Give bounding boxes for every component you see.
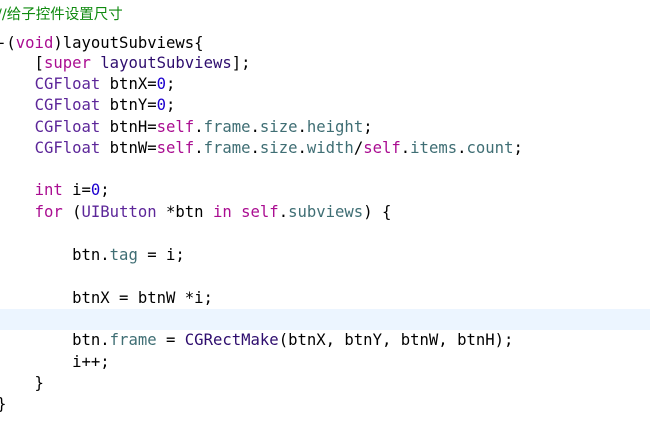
code-token: int (34, 181, 63, 199)
code-token: 0 (90, 181, 101, 199)
code-line: CGFloat btnH=self.frame.size.height; (0, 117, 373, 138)
code-line: btn.frame = CGRectMake(btnX, btnY, btnW,… (0, 330, 513, 351)
code-token: -( (0, 34, 16, 52)
code-token: [ (0, 54, 44, 72)
code-token: super (43, 54, 91, 72)
code-token: . (250, 118, 260, 136)
code-line: [super layoutSubviews]; (0, 53, 251, 74)
code-token: } (0, 395, 6, 413)
code-token: . (297, 139, 307, 157)
code-token: . (297, 118, 307, 136)
code-token: void (15, 34, 54, 52)
code-line: } (0, 373, 44, 394)
code-line: btnX = btnW *i; (0, 288, 213, 309)
code-token: self (363, 139, 401, 157)
code-token: ) { (363, 203, 392, 221)
code-line: i++; (0, 352, 110, 373)
code-token: . (457, 139, 467, 157)
code-token (232, 203, 241, 221)
code-line: int i=0; (0, 180, 110, 201)
code-token: . (278, 203, 289, 221)
code-line: CGFloat btnX=0; (0, 74, 176, 95)
code-token: CGFloat (34, 118, 101, 136)
code-token: self (241, 203, 279, 221)
code-token: CGRectMake (184, 331, 279, 349)
code-token (0, 118, 35, 136)
code-token: . (194, 139, 204, 157)
code-token: frame (203, 139, 251, 157)
code-token: height (306, 118, 364, 136)
code-token: ( (62, 203, 82, 221)
code-token: CGFloat (34, 139, 101, 157)
code-token: btnW= (100, 139, 157, 157)
code-token: items (410, 139, 458, 157)
code-token: ; (363, 118, 373, 136)
code-token: btnY= (100, 96, 157, 114)
code-token: CGFloat (34, 75, 101, 93)
code-token (0, 203, 35, 221)
code-token: . (194, 118, 204, 136)
code-token: frame (203, 118, 251, 136)
code-token: tag (109, 246, 138, 264)
code-token: self (156, 118, 195, 136)
code-token: in (212, 203, 232, 221)
code-line: } (0, 394, 6, 415)
code-token: size (259, 118, 298, 136)
code-token (0, 181, 35, 199)
code-token: btn. (0, 331, 110, 349)
code-line: CGFloat btnY=0; (0, 95, 176, 116)
code-line: -(void)layoutSubviews{ (0, 33, 204, 54)
code-token: count (466, 139, 514, 157)
code-token: i= (62, 181, 91, 199)
code-token: 0 (156, 96, 167, 114)
code-token: 0 (156, 75, 167, 93)
code-token: ]; (231, 54, 251, 72)
code-token: self (156, 139, 195, 157)
code-token: ; (100, 181, 110, 199)
code-token: //给子控件设置尺寸 (0, 7, 123, 23)
code-token: . (400, 139, 411, 157)
code-token: btn. (0, 246, 110, 264)
code-line: CGFloat btnW=self.frame.size.width/self.… (0, 138, 523, 159)
code-token: btnH= (100, 118, 157, 136)
code-token: i++; (0, 353, 110, 371)
code-token: *btn (156, 203, 213, 221)
code-token (0, 96, 35, 114)
current-line-highlight (0, 309, 650, 330)
code-token: / (353, 139, 364, 157)
code-token: . (250, 139, 260, 157)
code-token: layoutSubviews (100, 54, 232, 72)
code-token: UIButton (81, 203, 157, 221)
code-line: for (UIButton *btn in self.subviews) { (0, 202, 392, 223)
code-token: ; (166, 96, 176, 114)
code-token: size (259, 139, 298, 157)
code-line: //给子控件设置尺寸 (0, 5, 123, 26)
code-token (91, 54, 100, 72)
code-token: (btnX, btnY, btnW, btnH); (278, 331, 514, 349)
code-token: subviews (288, 203, 364, 221)
code-token: CGFloat (34, 96, 101, 114)
code-token: btnX = btnW *i; (0, 289, 213, 307)
code-token: width (306, 139, 354, 157)
code-token: = (156, 331, 185, 349)
code-token: for (34, 203, 63, 221)
code-line: btn.tag = i; (0, 245, 185, 266)
code-token: ; (513, 139, 523, 157)
code-token: )layoutSubviews{ (53, 34, 204, 52)
code-token: ; (166, 75, 176, 93)
code-token: frame (109, 331, 157, 349)
code-token: = i; (137, 246, 185, 264)
code-token: } (0, 374, 44, 392)
code-token: btnX= (100, 75, 157, 93)
code-token (0, 75, 35, 93)
code-token (0, 139, 35, 157)
